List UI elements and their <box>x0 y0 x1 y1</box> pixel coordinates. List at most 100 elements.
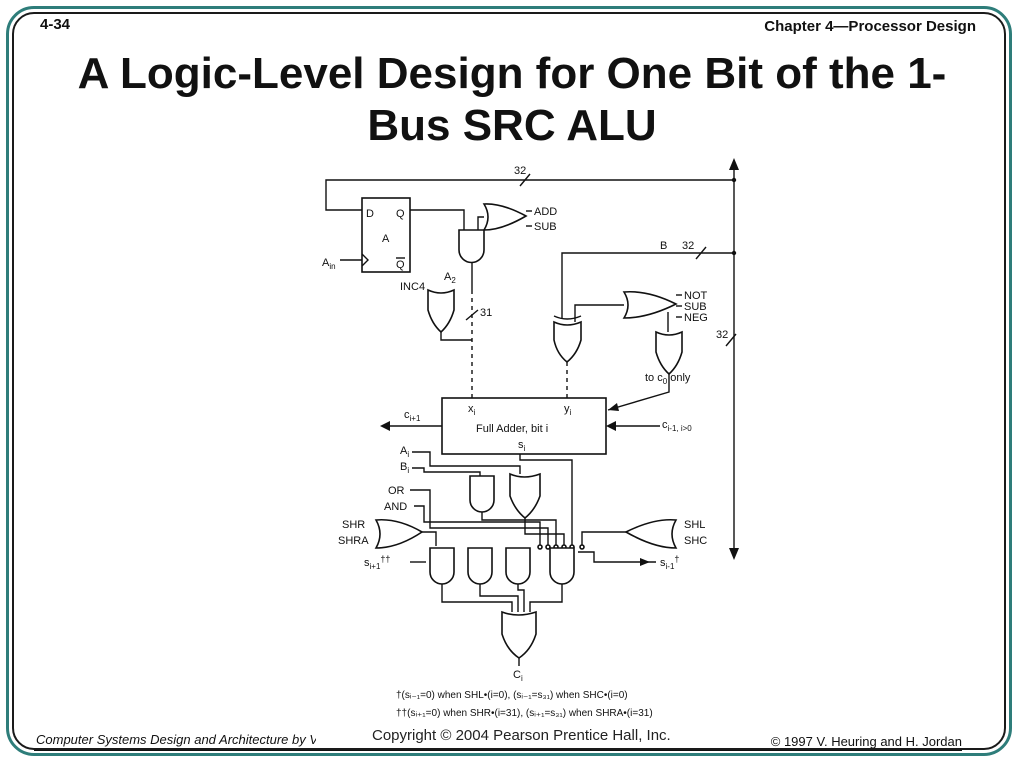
reg-q: Q <box>396 208 405 220</box>
logic-or-gate <box>509 472 541 520</box>
cin-label: ci-1, i>0 <box>662 419 692 433</box>
xi-text: x <box>468 403 474 415</box>
sip1-mark: †† <box>380 554 390 564</box>
ci1-text: c <box>404 409 410 421</box>
xor-curve <box>553 315 582 320</box>
reg-qbar: Q <box>396 259 405 271</box>
register-a <box>361 197 411 273</box>
neg-label: NEG <box>684 312 708 324</box>
sim1-label: si-1† <box>660 554 679 571</box>
final-or-gate <box>501 610 537 659</box>
ai-wire <box>412 451 521 474</box>
to-c0-sub: 0 <box>663 377 668 386</box>
inc4-out-wire <box>440 332 472 341</box>
footer-rule <box>34 750 962 751</box>
bus-width-a2: 31 <box>480 307 492 319</box>
input-dot <box>579 544 585 550</box>
xi-sub: i <box>474 408 476 417</box>
ai-text: A <box>400 445 408 457</box>
shr-or-gate <box>374 518 424 549</box>
or-result-wire <box>524 518 565 546</box>
shr-label: SHR <box>342 519 365 531</box>
a-in-text: A <box>322 257 330 269</box>
c0-or-gate <box>655 330 683 376</box>
select-and-gate-1 <box>429 547 455 585</box>
cin-arrow <box>606 421 616 431</box>
sip1-text: s <box>364 557 370 569</box>
full-adder-box <box>441 397 607 455</box>
to-c0-text: to c <box>645 372 663 384</box>
not-sub-neg-or-gate <box>622 290 678 319</box>
logic-and-gate <box>469 475 495 513</box>
si-sub: i <box>524 444 526 453</box>
bi-sub: i <box>407 466 409 475</box>
select-and-gate-2 <box>467 547 493 585</box>
input-dot <box>537 544 543 550</box>
a2-sub: 2 <box>451 276 456 285</box>
ci1-sub: i+1 <box>410 414 421 423</box>
clock-triangle <box>361 253 369 267</box>
input-dot <box>545 544 551 550</box>
sim1-mark: † <box>674 554 679 564</box>
sip1-sub: i+1 <box>370 562 381 571</box>
si-to-mux-wire <box>519 454 573 546</box>
c0-wire <box>607 374 670 411</box>
g3-out-wire <box>517 584 525 612</box>
a2-text: A <box>444 271 452 283</box>
b-label: B <box>660 240 667 252</box>
ci-out-text: C <box>513 669 521 681</box>
page-number: 4-34 <box>40 16 71 33</box>
bus-width-top: 32 <box>514 165 526 177</box>
bus-up-arrow <box>729 158 739 170</box>
not-label: NOT <box>684 290 708 302</box>
footnote-1: †(sᵢ₋₁=0) when SHL•(i=0), (sᵢ₋₁=s₃₁) whe… <box>396 690 628 701</box>
ci1-label: ci+1 <box>404 409 421 423</box>
bus-slash-b <box>695 246 707 260</box>
shra-label: SHRA <box>338 535 369 547</box>
a-in-sub: in <box>329 262 335 271</box>
adder-label: Full Adder, bit i <box>476 423 548 435</box>
select-and-gate-4 <box>549 547 575 585</box>
ai-label: Ai <box>400 445 409 459</box>
g4-out-wire <box>529 584 563 612</box>
reg-d: D <box>366 208 374 220</box>
bus-slash <box>519 173 531 187</box>
a2-label: A2 <box>444 271 456 285</box>
si-text: s <box>518 439 524 451</box>
bus-slash-right <box>725 333 737 347</box>
shc-label: SHC <box>684 535 707 547</box>
bi-label: Bi <box>400 461 409 475</box>
bi-text: B <box>400 461 407 473</box>
slide-frame-inner <box>12 12 1006 750</box>
g1-out-wire <box>441 584 513 612</box>
sim1-sub: i-1 <box>666 562 675 571</box>
or-label: OR <box>388 485 405 497</box>
sim1-text: s <box>660 557 666 569</box>
or-to-and-wire <box>477 216 484 230</box>
sub-label-2: SUB <box>684 301 707 313</box>
slide-frame <box>6 6 1012 756</box>
c0-arrow <box>608 403 619 411</box>
inc4-or-gate <box>427 288 455 334</box>
cin-sub: i-1, i>0 <box>668 424 693 433</box>
si-label: si <box>518 439 526 453</box>
chapter-title: Chapter 4—Processor Design <box>764 18 976 35</box>
shl-label: SHL <box>684 519 705 531</box>
cin-text: c <box>662 419 668 431</box>
to-c0-label: to c0 only <box>645 372 691 386</box>
and-ctl-wire <box>414 505 541 546</box>
and-label: AND <box>384 501 407 513</box>
xor-gate <box>553 320 582 364</box>
bus-down-arrow <box>729 548 739 560</box>
a-and-gate <box>458 229 485 264</box>
bus-width-b: 32 <box>682 240 694 252</box>
q-wire <box>410 209 465 230</box>
ctl-to-xor-wire <box>574 304 624 322</box>
shr-out-wire <box>422 531 437 546</box>
book-title: Computer Systems Design and Architecture… <box>36 732 316 747</box>
bi-wire <box>412 467 481 476</box>
to-c0-tail: only <box>667 372 691 384</box>
footnote-2: ††(sᵢ₊₁=0) when SHR•(i=31), (sᵢ₊₁=s₃₁) w… <box>396 708 653 719</box>
a-in-label: Ain <box>322 257 336 271</box>
